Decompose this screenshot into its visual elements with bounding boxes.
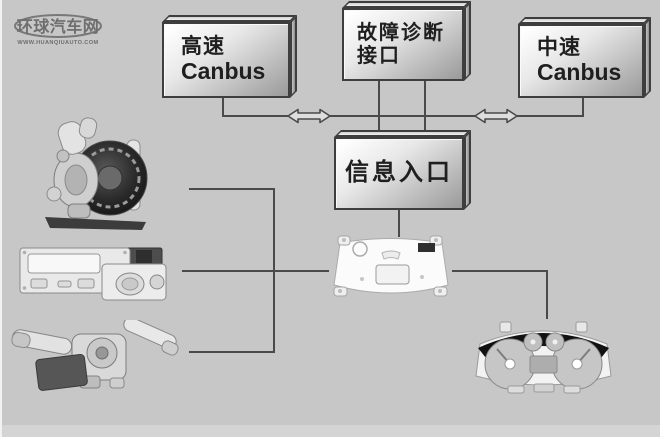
double-arrow-icon xyxy=(474,108,518,124)
box-diagnostic-interface-text: 故障诊断 接口 xyxy=(344,10,462,79)
connector-diagnostic-drop-right xyxy=(424,79,426,138)
car-stereo-photo xyxy=(19,247,167,301)
box-medium-speed-canbus: 中速 Canbus xyxy=(518,24,644,98)
instrument-cluster-back-photo xyxy=(333,235,449,297)
logo-title: 环球汽车网 xyxy=(17,17,100,36)
connector-cluster-right-horizontal xyxy=(452,270,548,272)
logo-graphic: 环球汽车网 WWW.HUANQIUAUTO.COM xyxy=(14,14,102,46)
box-diagnostic-interface: 故障诊断 接口 xyxy=(342,8,464,81)
high-speed-label-cn: 高速 xyxy=(181,35,225,59)
box-high-speed-canbus: 高速 Canbus xyxy=(162,22,290,98)
high-speed-label-latin: Canbus xyxy=(181,57,266,84)
engine-photo xyxy=(45,117,148,230)
site-logo: 环球汽车网 WWW.HUANQIUAUTO.COM xyxy=(12,14,106,50)
box-info-entry: 信息入口 xyxy=(334,137,464,210)
medium-speed-label-latin: Canbus xyxy=(537,58,622,85)
connector-stalk-horizontal xyxy=(189,351,275,353)
instrument-cluster-front-photo xyxy=(475,321,612,394)
connector-stereo-horizontal xyxy=(182,270,329,272)
bottom-strip xyxy=(2,425,660,437)
box-medium-speed-canbus-text: 中速 Canbus xyxy=(520,26,642,96)
connector-left-bus-vertical xyxy=(273,188,275,353)
connector-infoentry-drop xyxy=(398,208,400,237)
diagnostic-label-line1: 故障诊断 xyxy=(357,22,445,45)
connector-cluster-right-vertical xyxy=(546,270,548,319)
logo-ellipse xyxy=(14,14,102,38)
connector-diagnostic-drop-left xyxy=(378,79,380,138)
diagnostic-label-line2: 接口 xyxy=(357,44,401,67)
connector-highspeed-drop xyxy=(222,96,224,117)
medium-speed-label-cn: 中速 xyxy=(537,36,581,60)
connector-engine-horizontal xyxy=(189,188,275,190)
logo-url: WWW.HUANQIUAUTO.COM xyxy=(17,40,98,46)
box-info-entry-text: 信息入口 xyxy=(336,139,462,208)
connector-main-horizontal xyxy=(222,115,584,117)
box-high-speed-canbus-text: 高速 Canbus xyxy=(164,24,288,96)
steering-column-switch-photo xyxy=(11,320,179,391)
double-arrow-icon xyxy=(287,108,331,124)
info-entry-label: 信息入口 xyxy=(345,159,453,187)
connector-mediumspeed-drop xyxy=(582,96,584,117)
